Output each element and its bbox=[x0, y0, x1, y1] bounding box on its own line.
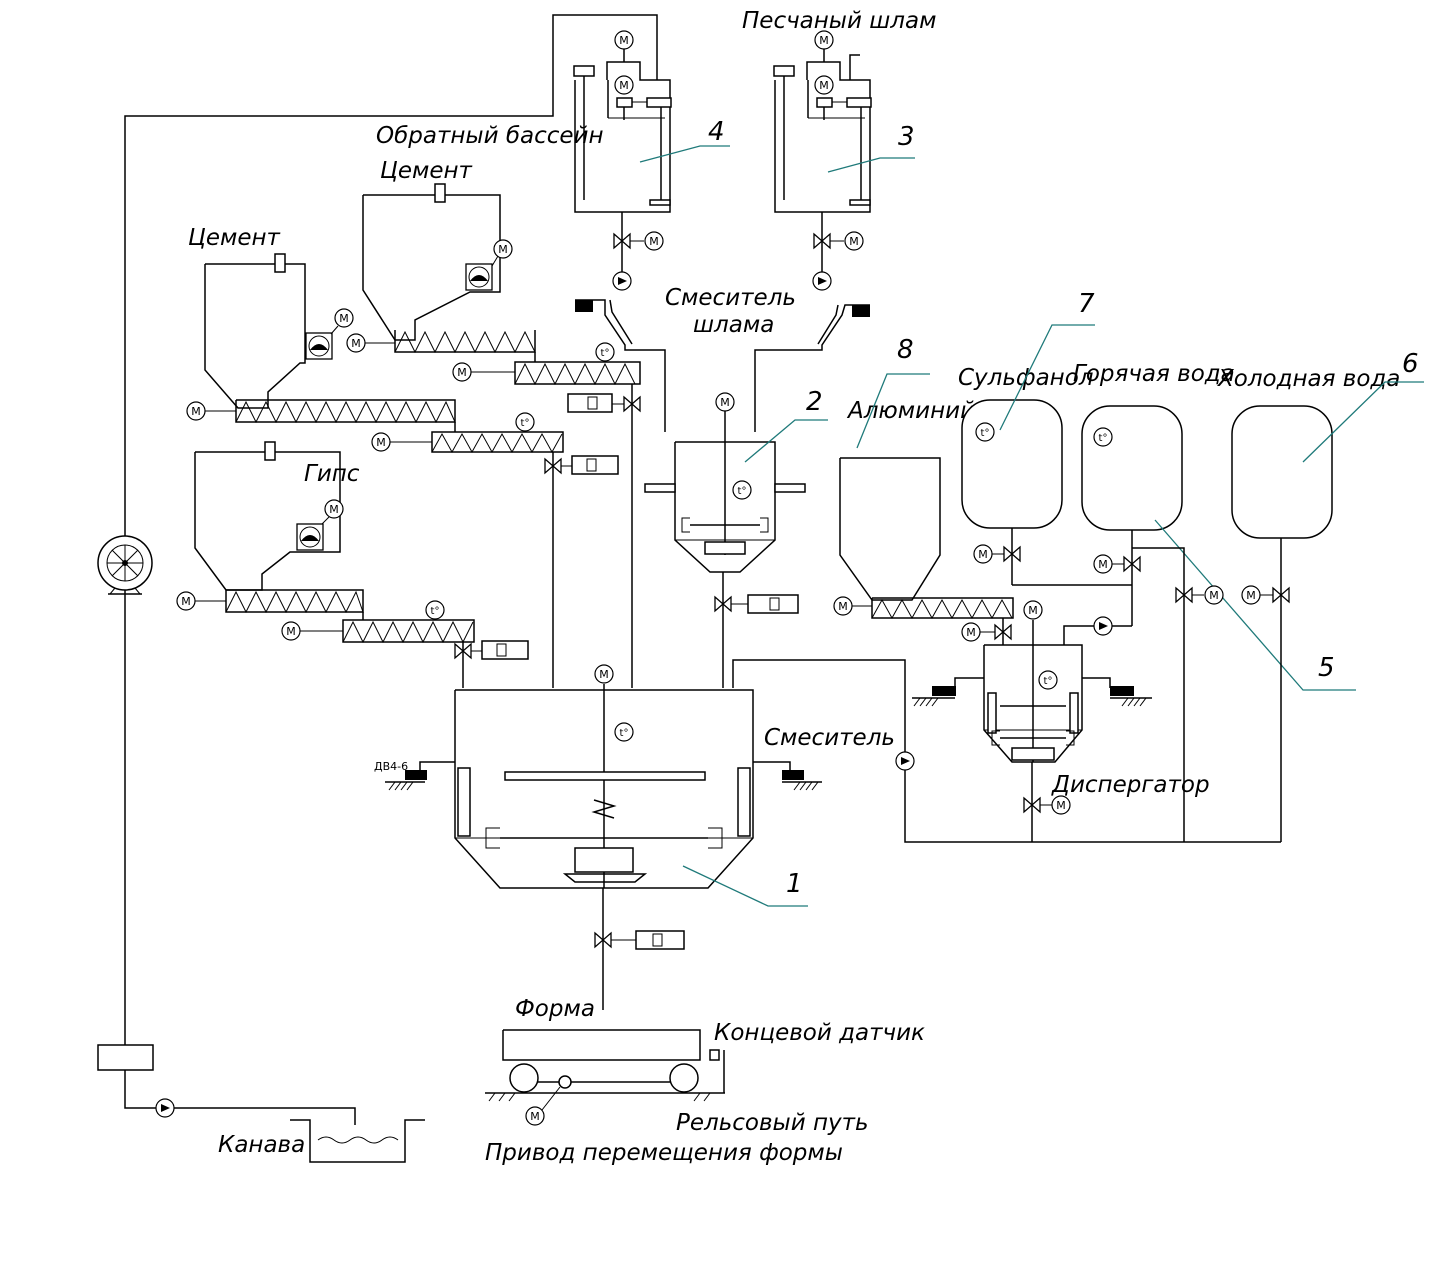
return-pool-label: Обратный бассейн bbox=[376, 123, 604, 149]
hot-water-label: Горячая вода bbox=[1073, 361, 1235, 387]
aluminium-valve-motor-icon bbox=[961, 622, 981, 642]
cold-water-valve-motor-icon bbox=[1241, 585, 1261, 605]
slurry-mixer-label-2: шлама bbox=[693, 312, 774, 338]
label-3: 3 bbox=[898, 122, 915, 152]
gypsum-label: Гипс bbox=[304, 461, 360, 487]
disperser-motor-icon bbox=[1023, 600, 1043, 620]
cement-hopper-upper bbox=[362, 183, 501, 341]
main-mixer-supports bbox=[385, 761, 822, 791]
cement-upper-screw-motor-icon bbox=[346, 333, 366, 353]
ditch bbox=[290, 1119, 425, 1163]
return-pool-tank bbox=[573, 45, 672, 213]
hot-water-tank bbox=[1081, 405, 1183, 531]
return-pool-valve-motor-icon bbox=[644, 231, 664, 251]
cement-upper-meter-icon bbox=[465, 263, 493, 291]
form-drive-label: Привод перемещения формы bbox=[485, 1140, 843, 1166]
sulfanol-temp-icon bbox=[975, 422, 995, 442]
cement-lower-meter-motor-icon bbox=[334, 308, 354, 328]
slurry-mixer bbox=[644, 410, 806, 573]
sand-slurry-valve-motor-icon bbox=[844, 231, 864, 251]
disperser-label: Диспергатор bbox=[1051, 772, 1210, 798]
label-4: 4 bbox=[708, 117, 725, 147]
hot-water-pump-icon bbox=[1093, 616, 1113, 636]
main-mixer bbox=[454, 684, 754, 889]
cement-upper-label: Цемент bbox=[380, 158, 473, 184]
aluminium-screw-motor-icon bbox=[833, 596, 853, 616]
aluminium-hopper bbox=[839, 457, 1014, 620]
return-pool-inner-motor-icon bbox=[614, 75, 634, 95]
label-8: 8 bbox=[897, 335, 914, 365]
return-pool-motor-icon bbox=[614, 30, 634, 50]
cement-upper-screw2-motor-icon bbox=[452, 362, 472, 382]
hot-water-temp-icon bbox=[1093, 427, 1113, 447]
sand-slurry-pump-icon bbox=[812, 271, 832, 291]
cement-lower-screw-motor-icon bbox=[186, 401, 206, 421]
cement-lower-actuator bbox=[571, 455, 619, 475]
sand-slurry-label: Песчаный шлам bbox=[742, 8, 936, 34]
main-mixer-temp-icon bbox=[614, 722, 634, 742]
cement-hopper-lower bbox=[204, 253, 306, 409]
cement-upper-screw bbox=[365, 330, 641, 386]
gypsum-screw2-temp-icon bbox=[425, 600, 445, 620]
rail-track-label: Рельсовый путь bbox=[676, 1110, 869, 1136]
main-mixer-actuator bbox=[635, 930, 685, 950]
label-2: 2 bbox=[806, 387, 823, 417]
dv-label: ДВ4-6 bbox=[374, 760, 408, 773]
cement-upper-meter-motor-icon bbox=[493, 239, 513, 259]
ditch-label: Канава bbox=[218, 1132, 305, 1158]
gypsum-actuator bbox=[481, 640, 529, 660]
label-6: 6 bbox=[1402, 349, 1419, 379]
label-1: 1 bbox=[786, 869, 803, 899]
slurry-mixer-motor-icon bbox=[715, 392, 735, 412]
hot-water-bypass-motor-icon bbox=[1204, 585, 1224, 605]
sand-slurry-tank bbox=[773, 45, 872, 213]
return-pump bbox=[97, 535, 153, 595]
gypsum-screw2-motor-icon bbox=[281, 621, 301, 641]
gypsum-screw-motor-icon bbox=[176, 591, 196, 611]
end-sensor-label: Концевой датчик bbox=[714, 1020, 925, 1046]
cement-lower-meter-icon bbox=[305, 332, 333, 360]
return-water-line bbox=[124, 14, 658, 1125]
sand-slurry-inner-motor-icon bbox=[814, 75, 834, 95]
return-pool-pump-icon bbox=[612, 271, 632, 291]
cement-upper-screw2-temp-icon bbox=[595, 342, 615, 362]
main-mixer-motor-icon bbox=[594, 664, 614, 684]
sulfanol-valve-motor-icon bbox=[973, 544, 993, 564]
slurry-mixer-actuator bbox=[747, 594, 799, 614]
slurry-mixer-label-1: Смеситель bbox=[665, 285, 796, 311]
cement-lower-screw2-motor-icon bbox=[371, 432, 391, 452]
cold-water-tank bbox=[1231, 405, 1333, 539]
gypsum-meter-motor-icon bbox=[324, 499, 344, 519]
cold-water-label: Холодная вода bbox=[1217, 366, 1400, 392]
aluminium-label: Алюминий bbox=[846, 398, 975, 424]
hot-water-valve-motor-icon bbox=[1093, 554, 1113, 574]
cement-upper-actuator bbox=[567, 393, 613, 413]
label-5: 5 bbox=[1318, 653, 1335, 683]
ditch-pump-icon bbox=[155, 1098, 175, 1118]
slurry-mixer-temp-icon bbox=[732, 480, 752, 500]
gypsum-screw bbox=[195, 589, 475, 644]
disperser-loop bbox=[732, 659, 1281, 843]
loop-pump-icon bbox=[895, 751, 915, 771]
disperser-outlet-motor-icon bbox=[1051, 795, 1071, 815]
cement-lower-screw2-temp-icon bbox=[515, 412, 535, 432]
cement-lower-label: Цемент bbox=[188, 225, 281, 251]
sulfanol-tank bbox=[961, 399, 1063, 529]
cement-lower-screw bbox=[205, 399, 564, 454]
label-7: 7 bbox=[1078, 289, 1095, 319]
form-cart bbox=[485, 1029, 725, 1111]
form-label: Форма bbox=[515, 996, 595, 1022]
mixer-label: Смеситель bbox=[764, 725, 895, 751]
filter-box bbox=[97, 1044, 154, 1071]
disperser bbox=[912, 620, 1152, 763]
form-drive-motor-icon bbox=[525, 1106, 545, 1126]
disperser-temp-icon bbox=[1038, 670, 1058, 690]
gypsum-meter-icon bbox=[296, 523, 324, 551]
slurry-funnels bbox=[575, 299, 870, 432]
gypsum-hopper bbox=[194, 441, 341, 591]
